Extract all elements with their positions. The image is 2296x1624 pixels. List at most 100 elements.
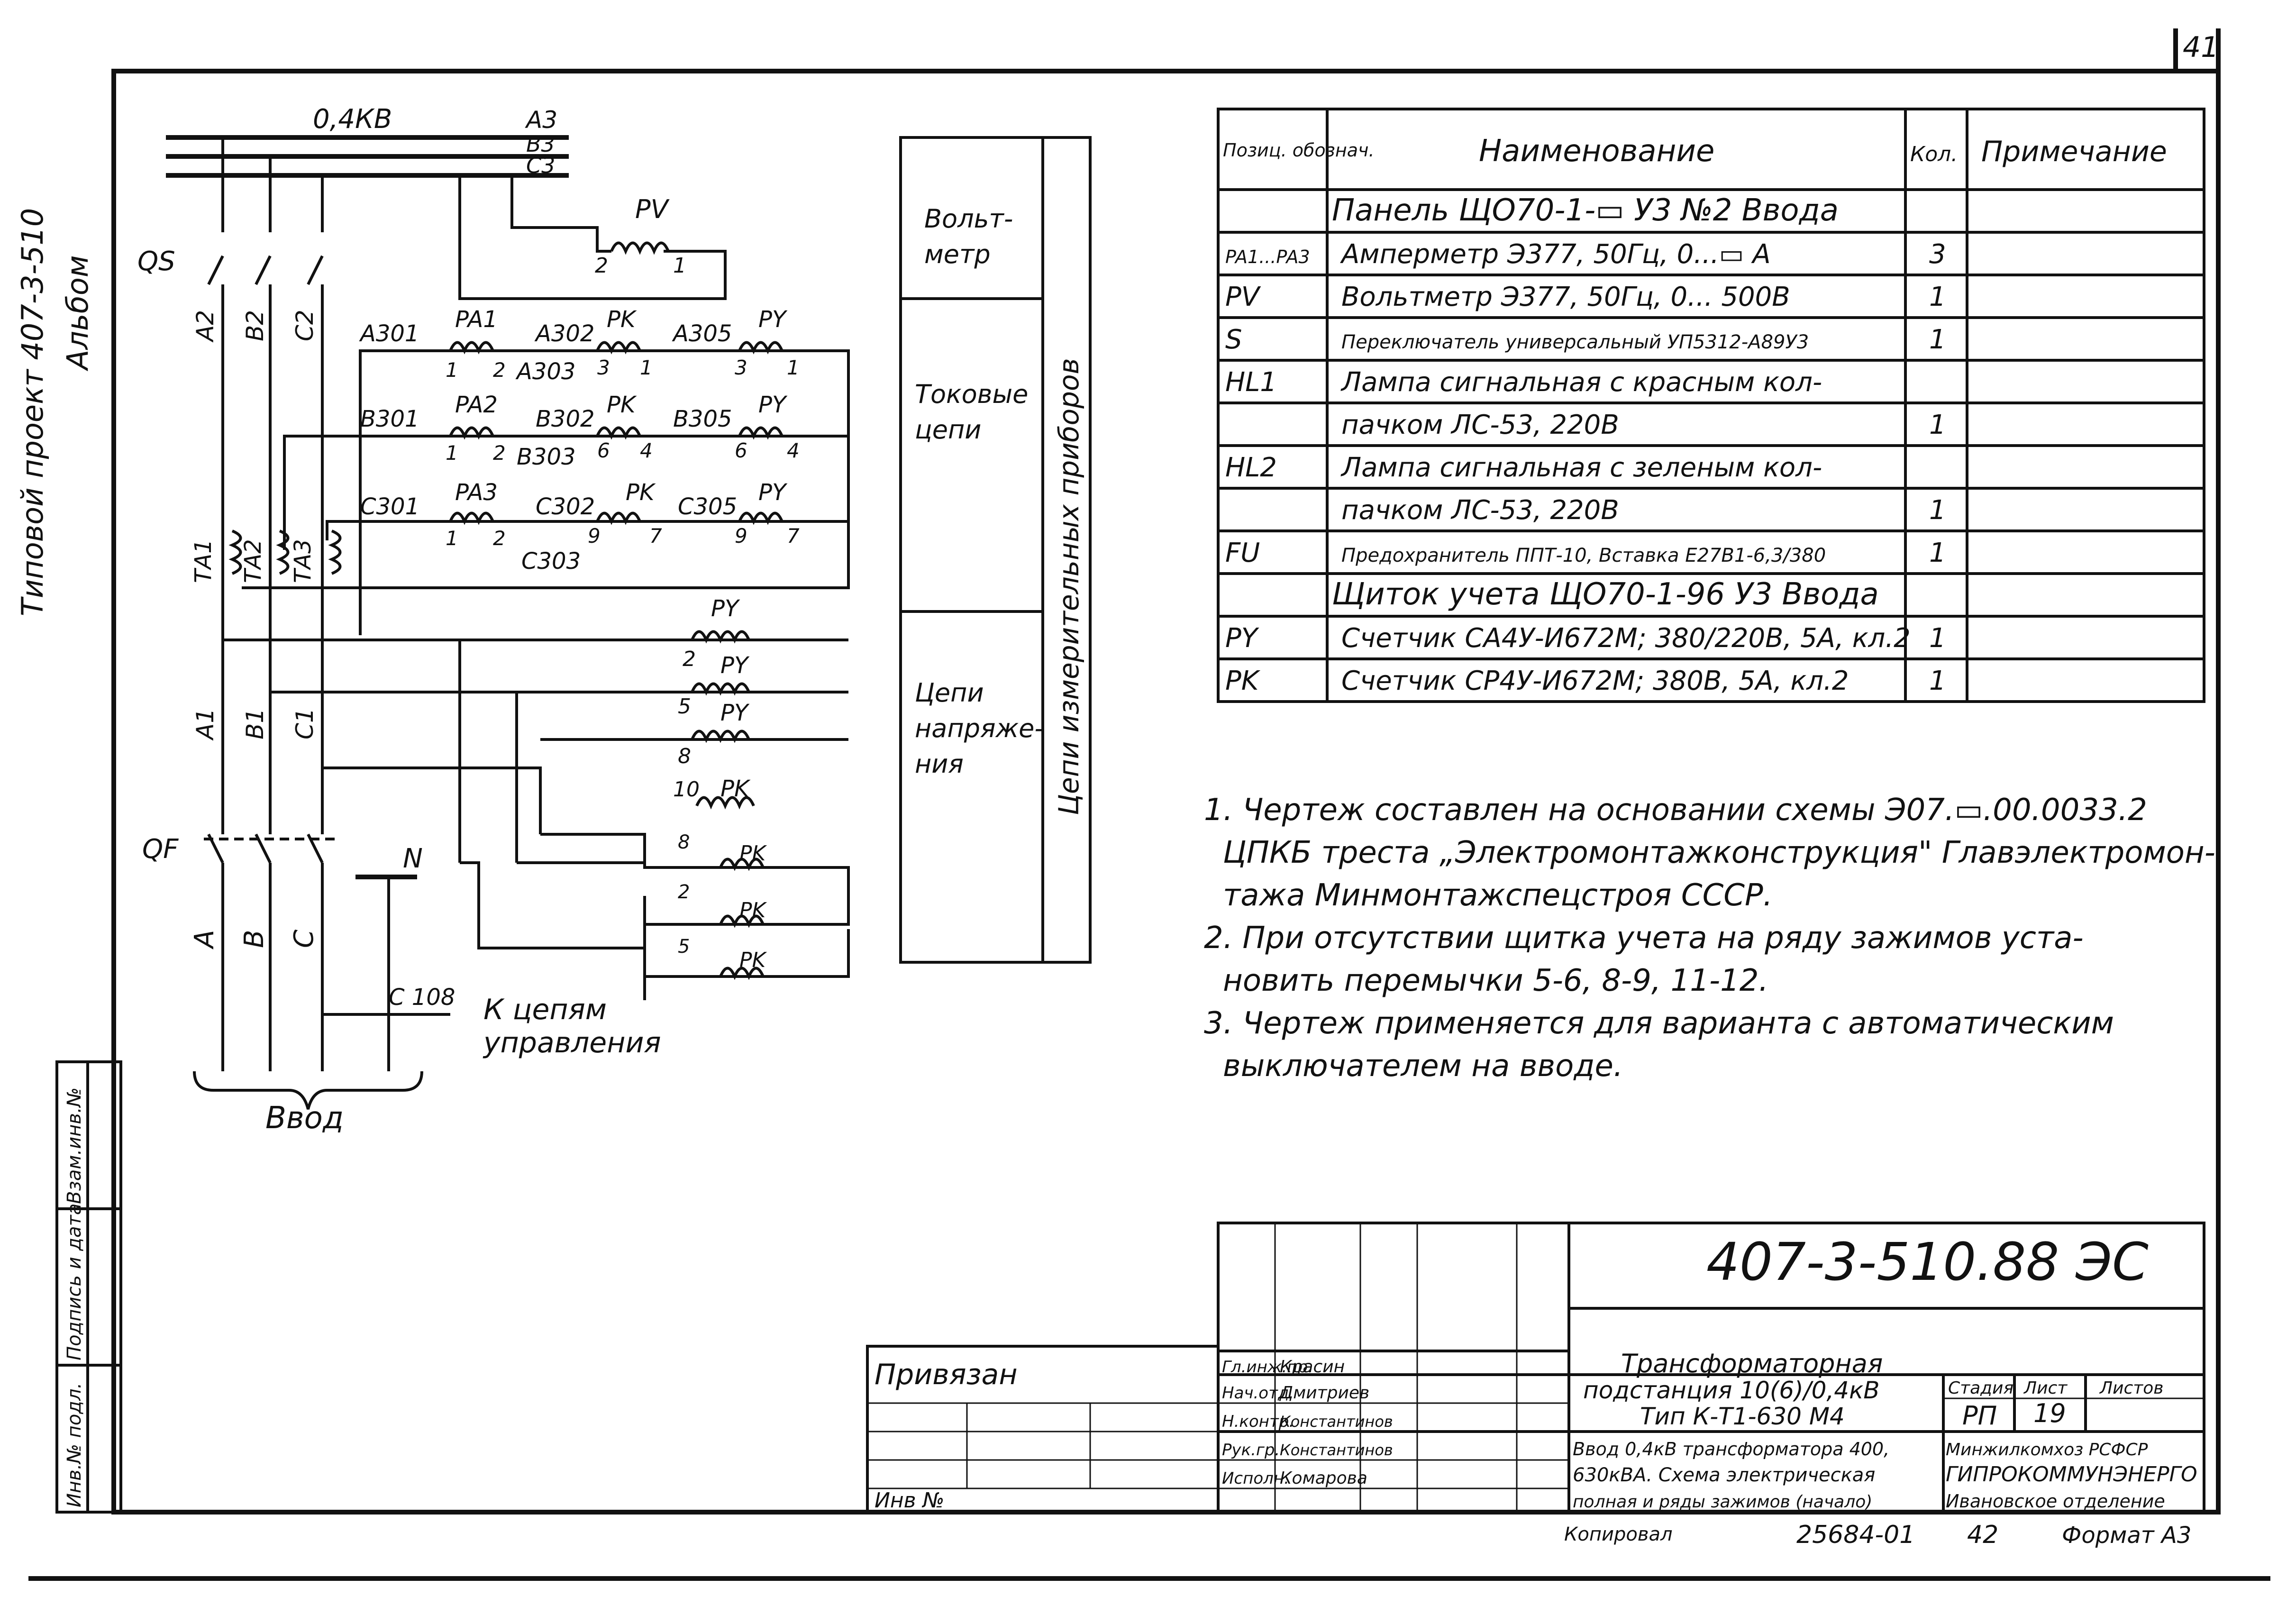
note-line: ЦПКБ треста „Электромонтажконструкция" Г… [1223, 835, 2215, 870]
input-brace [193, 1071, 423, 1110]
svg-text:PY: PY [758, 306, 788, 333]
signer: Константинов [1280, 1413, 1393, 1431]
svg-text:PY: PY [758, 479, 788, 506]
svg-text:Лист: Лист [2023, 1378, 2068, 1398]
svg-text:А2: А2 [191, 310, 219, 343]
strip-vzam: Взам.инв.№ [64, 1087, 85, 1204]
privyazan: Привязан [875, 1358, 1018, 1391]
side-note: Типовой проект 407-3-510 Альбом [15, 208, 95, 616]
current-row-c [242, 379, 850, 589]
pv-coil [610, 241, 670, 255]
signer: Константинов [1280, 1441, 1393, 1459]
signer: Комарова [1280, 1469, 1367, 1488]
table-cell-qty: 1 [1929, 282, 1946, 312]
input-label: Ввод [265, 1101, 344, 1136]
svg-text:1: 1 [446, 358, 458, 382]
pv-label: PV [635, 194, 670, 224]
qf-label: QF [142, 834, 179, 865]
svg-text:2: 2 [678, 881, 690, 903]
svg-text:С305: С305 [678, 493, 737, 520]
table-cell-name: Лампа сигнальная с красным кол- [1340, 367, 1822, 398]
svg-text:А305: А305 [672, 320, 732, 347]
desc-line: Ввод 0,4кВ трансформатора 400, [1573, 1439, 1889, 1460]
th-note: Примечание [1981, 135, 2167, 168]
desc-line: полная и ряды зажимов (начало) [1573, 1492, 1872, 1512]
svg-text:ТА3: ТА3 [290, 539, 316, 583]
table-cell-pos: HL2 [1225, 452, 1277, 483]
svg-text:С: С [289, 930, 319, 948]
table-section-title: Панель ЩО70-1-▭ У3 №2 Ввода [1332, 193, 1839, 228]
svg-text:PY: PY [758, 392, 788, 418]
spec-table: Позиц. обознач. Наименование Кол. Примеч… [1217, 108, 2205, 703]
phase-buses [166, 135, 569, 178]
bus-voltage: 0,4КВ [313, 104, 392, 135]
signer: Дмитриев [1279, 1383, 1369, 1403]
notes: 1. Чертеж составлен на основании схемы Э… [1204, 793, 2215, 1084]
svg-text:1: 1 [787, 356, 800, 379]
table-cell-pos: HL1 [1225, 367, 1277, 398]
svg-text:В1: В1 [241, 708, 269, 739]
svg-text:PA2: PA2 [455, 392, 498, 418]
svg-text:1: 1 [673, 254, 686, 278]
svg-text:2: 2 [493, 441, 506, 465]
title-line: подстанция 10(6)/0,4кВ [1583, 1377, 1880, 1404]
svg-text:С302: С302 [536, 493, 595, 520]
note-line: 2. При отсутствии щитка учета на ряду за… [1204, 921, 2084, 956]
strip-inv: Инв.№ подл. [64, 1383, 85, 1507]
inv-no: Инв № [875, 1488, 944, 1513]
current-row-a [359, 341, 850, 635]
svg-text:Листов: Листов [2099, 1378, 2163, 1398]
note-line: новить перемычки 5-6, 8-9, 11-12. [1223, 963, 1768, 998]
svg-text:1: 1 [446, 527, 458, 550]
svg-text:2: 2 [683, 647, 696, 671]
svg-text:3: 3 [597, 356, 610, 379]
svg-text:PA3: PA3 [455, 479, 498, 506]
note-line: 1. Чертеж составлен на основании схемы Э… [1204, 793, 2147, 828]
table-cell-qty: 1 [1929, 410, 1946, 440]
svg-text:PK: PK [739, 898, 767, 922]
desc-line: 630кВА. Схема электрическая [1573, 1464, 1875, 1486]
voltage-circuits [223, 630, 850, 1000]
role: Нач.отд. [1222, 1384, 1294, 1403]
table-cell-pos: PK [1225, 666, 1261, 696]
svg-text:PY: PY [720, 700, 750, 726]
svg-text:А: А [189, 930, 220, 949]
svg-text:PK: PK [626, 479, 656, 506]
title-line: Тип К-Т1-630 М4 [1640, 1403, 1845, 1430]
svg-text:С301: С301 [360, 493, 419, 520]
title-line: Трансформаторная [1621, 1349, 1883, 1378]
page-number: 41 [2183, 31, 2219, 64]
qs-switch [207, 137, 324, 806]
svg-text:5: 5 [678, 936, 690, 958]
svg-text:В302: В302 [536, 406, 595, 432]
svg-text:5: 5 [678, 694, 691, 719]
svg-text:8: 8 [678, 831, 690, 853]
svg-text:А1: А1 [191, 708, 219, 741]
doc-code: 407-3-510.88 ЭС [1706, 1232, 2149, 1292]
svg-text:25684-01: 25684-01 [1796, 1521, 1915, 1549]
neutral-label: N [403, 843, 423, 874]
table-cell-pos: S [1225, 324, 1242, 355]
label-voltmeter: Вольт-метр [924, 204, 1013, 269]
qs-label: QS [137, 246, 175, 277]
table-cell-name: пачком ЛС-53, 220В [1341, 495, 1619, 526]
note-line: 3. Чертеж применяется для варианта с авт… [1204, 1006, 2114, 1041]
bus-b3: В3 [526, 131, 555, 157]
svg-text:В2: В2 [241, 310, 269, 341]
svg-text:2: 2 [595, 254, 608, 278]
sheet-value: 19 [2033, 1398, 2066, 1428]
svg-text:PY: PY [720, 652, 750, 679]
svg-text:В: В [239, 930, 270, 948]
table-cell-name: Счетчик СР4У-И672М; 380В, 5А, кл.2 [1341, 666, 1849, 696]
svg-text:С303: С303 [521, 548, 581, 575]
svg-text:В305: В305 [673, 406, 732, 432]
svg-text:PK: PK [739, 841, 767, 866]
svg-text:С2: С2 [291, 310, 319, 341]
table-cell-name: Амперметр Э377, 50Гц, 0...▭ А [1340, 239, 1771, 270]
schematic: 0,4КВ А3 В3 С3 PV 2 1 QS А2 В2 С2 [137, 104, 850, 1136]
svg-text:1: 1 [446, 441, 458, 465]
svg-text:8: 8 [678, 744, 691, 768]
svg-text:9: 9 [588, 524, 601, 547]
